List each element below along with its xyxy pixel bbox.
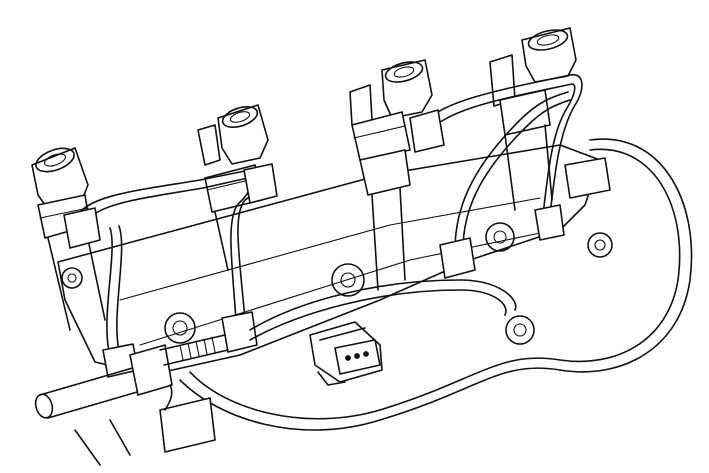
return-hose xyxy=(179,138,693,431)
fuel-injector-3 xyxy=(349,59,433,291)
inlet-pipe xyxy=(34,334,229,466)
electrical-connector xyxy=(334,339,381,375)
connector-pin xyxy=(345,355,351,361)
connector-pin xyxy=(363,351,369,357)
fuel-injector-4 xyxy=(489,27,577,211)
connector-pin xyxy=(354,353,360,359)
high-pressure-fuel-lines xyxy=(63,74,583,378)
